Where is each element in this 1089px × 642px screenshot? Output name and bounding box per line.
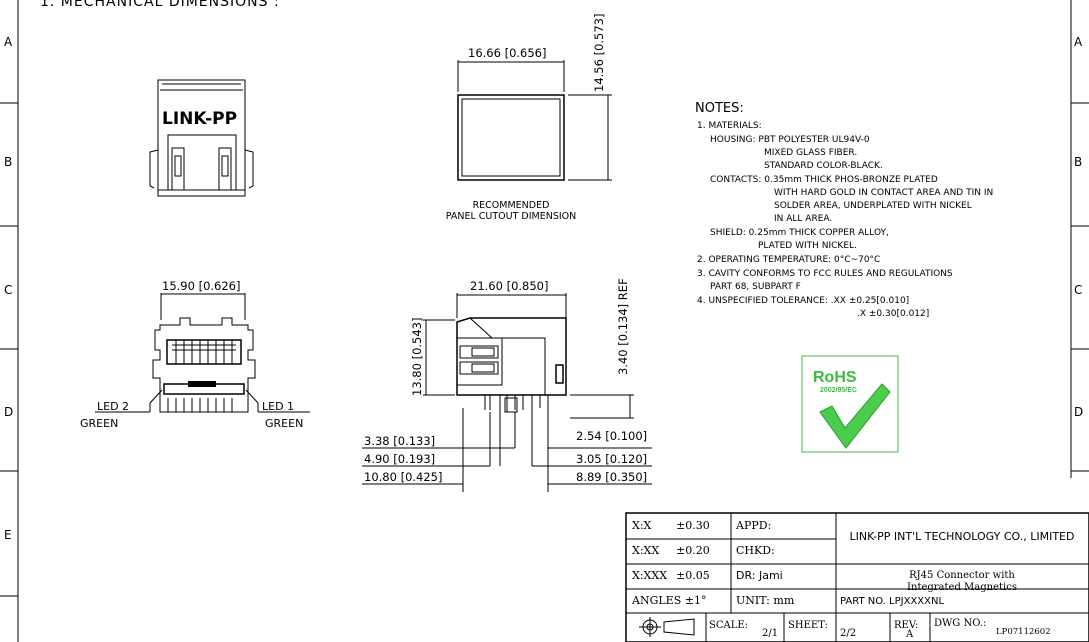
note-line: PLATED WITH NICKEL.	[758, 241, 857, 251]
led1-color: GREEN	[265, 417, 303, 430]
dim-2-54: 2.54 [0.100]	[576, 429, 647, 443]
tol-x-label: X:X	[632, 519, 652, 532]
notes-block: NOTES: 1. MATERIALS: HOUSING: PBT POLYES…	[695, 101, 993, 319]
cutout-caption-2: PANEL CUTOUT DIMENSION	[446, 211, 577, 222]
company-name: LINK-PP INT'L TECHNOLOGY CO., LIMITED	[850, 530, 1075, 543]
scale-value: 2/1	[762, 628, 778, 639]
zone-letter-b: B	[4, 155, 12, 169]
rev-value: A	[905, 629, 914, 640]
tol-xxx-value: ±0.05	[676, 569, 710, 582]
zone-letter-d-right: D	[1074, 405, 1083, 419]
bottom-width-dim: 15.90 [0.626]	[162, 279, 240, 293]
note-line: SOLDER AREA, UNDERPLATED WITH NICKEL	[774, 201, 972, 211]
angles-tolerance: ANGLES ±1°	[631, 594, 706, 607]
dim-4-90: 4.90 [0.193]	[364, 452, 435, 466]
cutout-height-dim: 14.56 [0.573]	[592, 14, 606, 92]
zone-letter-d: D	[4, 405, 13, 419]
dwg-number: LP07112602	[996, 627, 1051, 637]
side-length-dim: 21.60 [0.850]	[470, 279, 548, 293]
note-line: .X ±0.30[0.012]	[857, 309, 929, 319]
sheet-label: SHEET:	[788, 620, 828, 631]
note-line: 2. OPERATING TEMPERATURE: 0°C~70°C	[697, 255, 880, 265]
brand-logo: LINK-PP	[162, 109, 237, 129]
sheet-value: 2/2	[840, 628, 856, 639]
rohs-badge: RoHS 2002/95/EC	[801, 355, 899, 453]
note-line: 4. UNSPECIFIED TOLERANCE: .XX ±0.25[0.01…	[697, 296, 909, 306]
rev-label: REV:	[894, 620, 918, 631]
led2-label: LED 2	[97, 400, 129, 413]
note-line: 3. CAVITY CONFORMS TO FCC RULES AND REGU…	[697, 269, 953, 279]
note-line: HOUSING: PBT POLYESTER UL94V-0	[710, 135, 870, 145]
unit-label: UNIT: mm	[736, 594, 795, 607]
title-block: X:X ±0.30 X:XX ±0.20 X:XXX ±0.05 ANGLES …	[625, 512, 1089, 642]
drawn-by: DR: Jami	[736, 569, 783, 582]
zone-letter-c-right: C	[1074, 283, 1082, 297]
notes-title: NOTES:	[695, 101, 744, 116]
zone-letter-e: E	[4, 528, 12, 542]
side-ref-dim: 3.40 [0.134] REF	[616, 278, 630, 375]
tol-xx-label: X:XX	[632, 544, 659, 557]
side-view: 21.60 [0.850] 13.80 [0.543] 3.40 [0.134]…	[362, 278, 652, 492]
zone-letter-a: A	[4, 35, 13, 49]
panel-cutout-view: 16.66 [0.656] 14.56 [0.573] RECOMMENDED …	[446, 14, 612, 222]
note-line: IN ALL AREA.	[774, 214, 832, 224]
bottom-view: 15.90 [0.626] LED 2 GREEN LED 1 GREEN	[80, 279, 310, 430]
dim-3-38: 3.38 [0.133]	[364, 434, 435, 448]
checkmark-icon	[819, 383, 891, 449]
part-number: PART NO. LPJXXXXNL	[840, 596, 944, 607]
tol-xx-value: ±0.20	[676, 544, 710, 557]
side-height-dim: 13.80 [0.543]	[410, 318, 424, 396]
rohs-sub: 2002/95/EC	[820, 387, 857, 394]
front-view: LINK-PP	[149, 79, 254, 197]
note-line: STANDARD COLOR-BLACK.	[764, 161, 883, 171]
product-desc-2: Integrated Magnetics	[907, 582, 1017, 593]
note-line: SHIELD: 0.25mm THICK COPPER ALLOY,	[710, 228, 889, 238]
scale-label: SCALE:	[709, 620, 748, 631]
note-line: WITH HARD GOLD IN CONTACT AREA AND TIN I…	[774, 188, 993, 198]
projection-symbol-icon	[639, 617, 695, 637]
appd-label: APPD:	[735, 519, 771, 532]
dim-10-80: 10.80 [0.425]	[364, 470, 442, 484]
cutout-width-dim: 16.66 [0.656]	[468, 46, 546, 60]
cutout-caption-1: RECOMMENDED	[473, 200, 550, 211]
tol-xxx-label: X:XXX	[632, 569, 667, 582]
dim-8-89: 8.89 [0.350]	[576, 470, 647, 484]
chkd-label: CHKD:	[736, 544, 775, 557]
led2-color: GREEN	[80, 417, 118, 430]
dwg-label: DWG NO.:	[934, 618, 986, 629]
tol-x-value: ±0.30	[676, 519, 710, 532]
dim-3-05: 3.05 [0.120]	[576, 452, 647, 466]
rohs-label: RoHS	[813, 369, 857, 386]
section-title: 1. MECHANICAL DIMENSIONS :	[40, 0, 280, 10]
product-desc-1: RJ45 Connector with	[909, 570, 1015, 581]
note-line: 1. MATERIALS:	[697, 121, 762, 131]
led1-label: LED 1	[262, 400, 294, 413]
zone-letter-b-right: B	[1074, 155, 1082, 169]
note-line: MIXED GLASS FIBER.	[764, 148, 857, 158]
note-line: PART 68, SUBPART F	[710, 282, 801, 292]
zone-letter-a-right: A	[1074, 35, 1083, 49]
zone-letter-c: C	[4, 283, 12, 297]
note-line: CONTACTS: 0.35mm THICK PHOS-BRONZE PLATE…	[710, 175, 938, 185]
